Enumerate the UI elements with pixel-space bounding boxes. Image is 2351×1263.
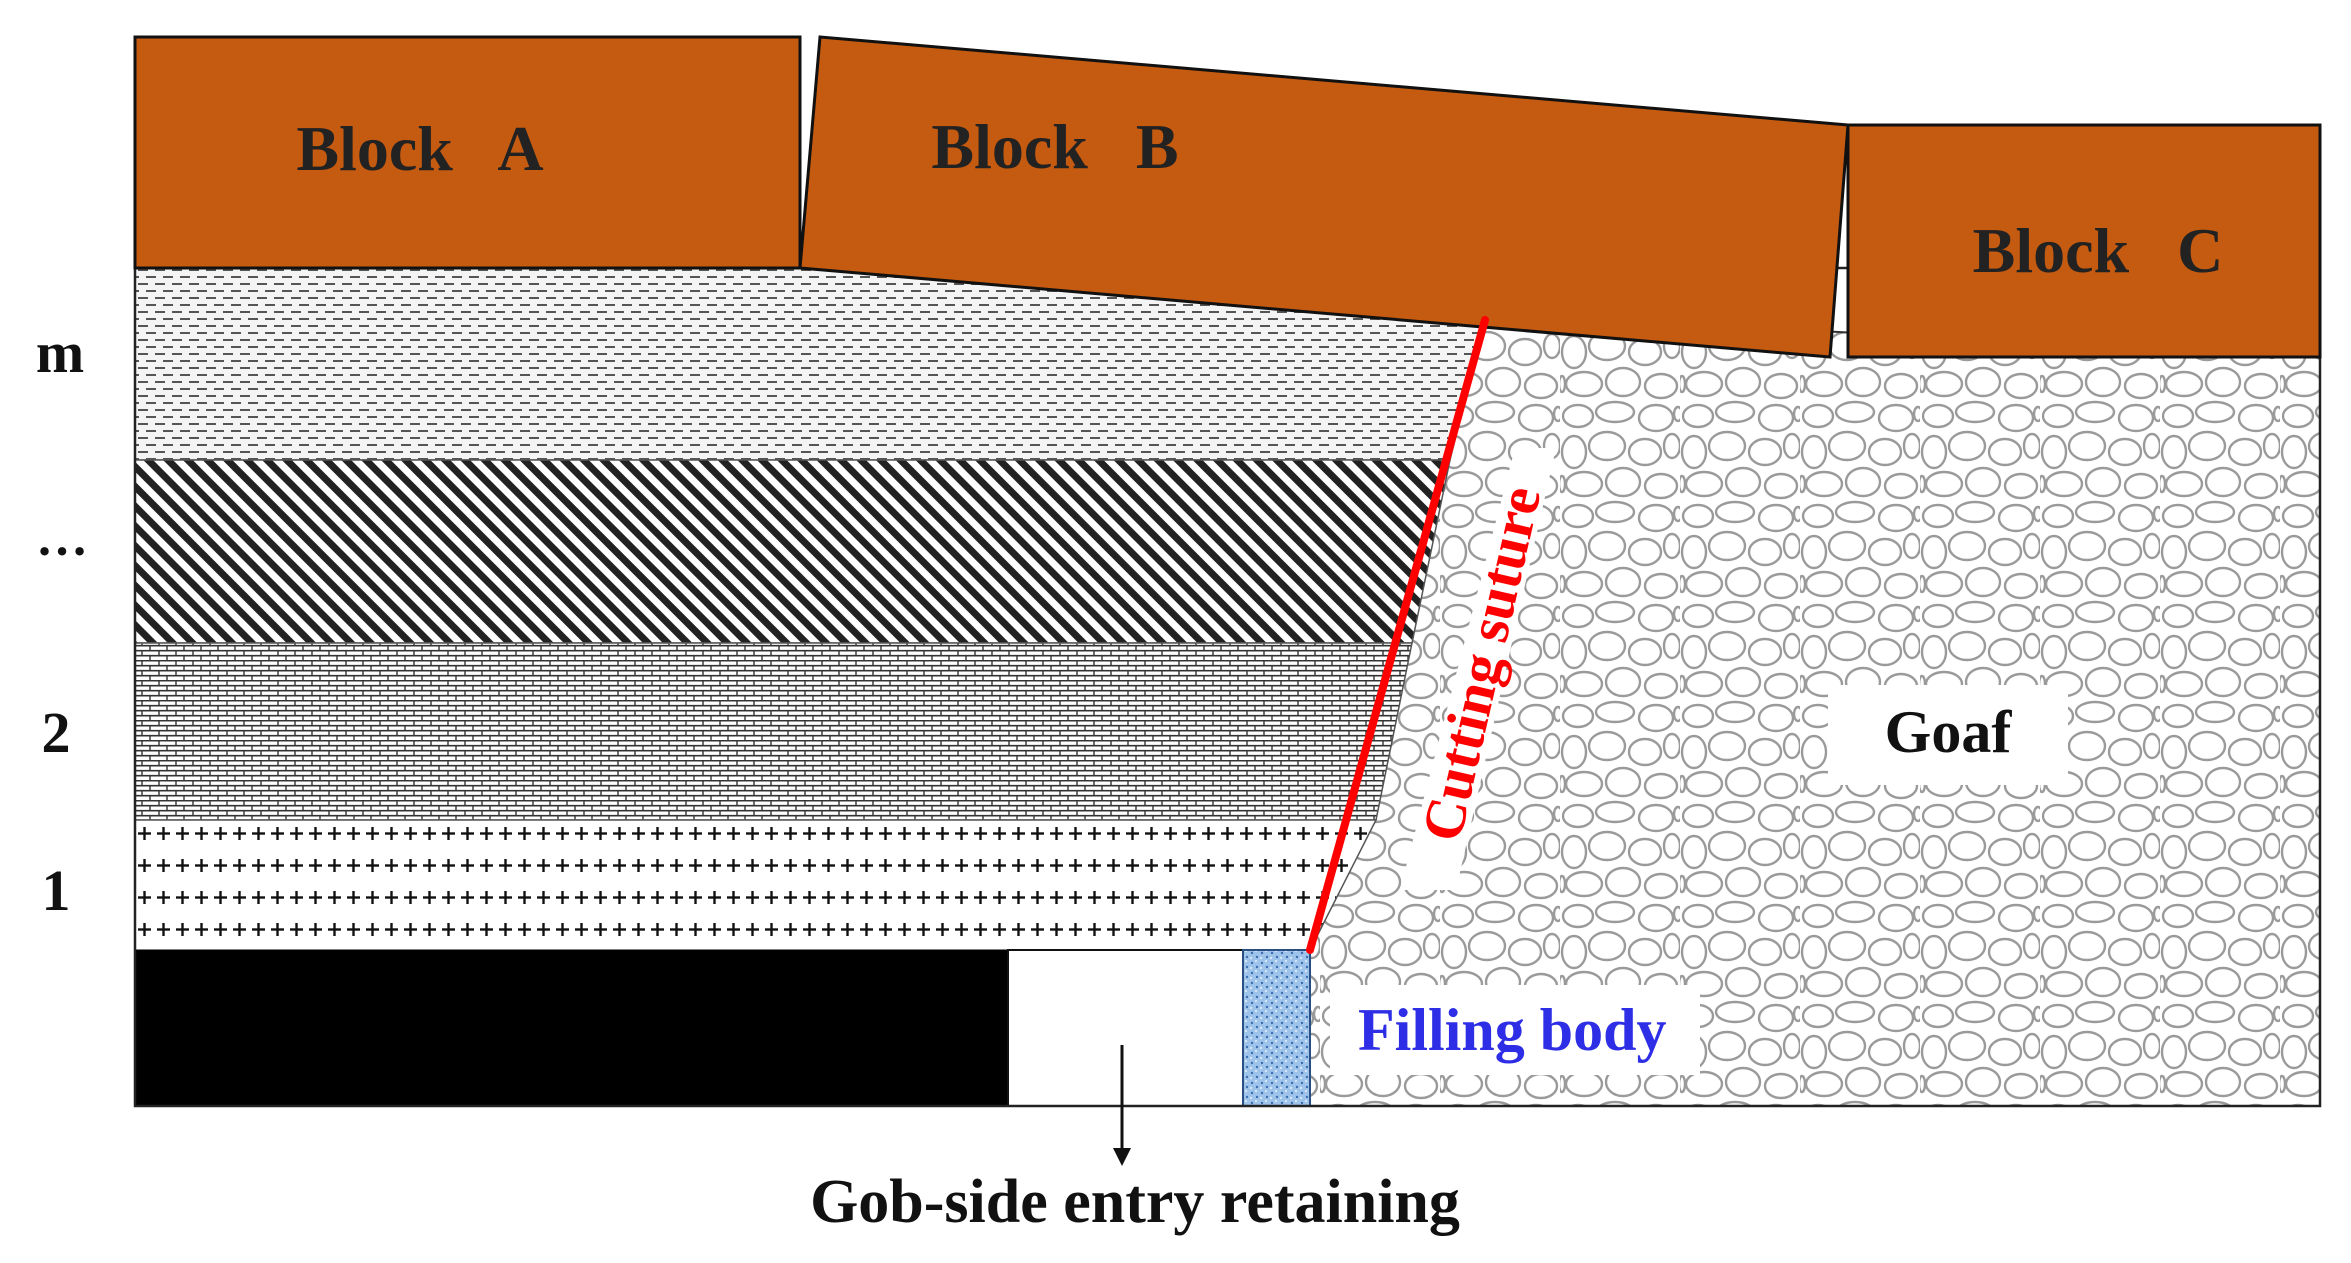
block-c-label: Block C [1973,215,2224,286]
layer-label-m: m [36,320,84,385]
filling-body [1242,949,1311,1107]
layer-label-1: 1 [42,858,71,923]
gob-side-entry-retaining-label: Gob-side entry retaining [810,1168,1460,1236]
roadway-arrow-head [1113,1148,1131,1166]
cutting-suture-line [1306,316,1489,954]
suture-label-plate [1400,448,1556,890]
block-b-label: Block B [931,111,1178,182]
filling-label-plate [1330,985,1700,1075]
stratum-2 [134,642,1413,821]
layer-label-ellipsis: … [36,510,88,567]
stratum-1 [134,819,1378,951]
filling-body-label: Filling body [1358,997,1666,1063]
layer-label-2: 2 [42,700,71,765]
block-c [1846,123,2322,359]
goaf-label-plate [1828,685,2068,785]
goaf-label: Goaf [1885,699,2013,765]
block-a-label: Block A [296,113,543,184]
gob-side-entry-roadway [1007,949,1244,1107]
stratum-ellipsis [134,459,1451,644]
block-b [798,35,1850,359]
coal-seam [135,950,1008,1106]
